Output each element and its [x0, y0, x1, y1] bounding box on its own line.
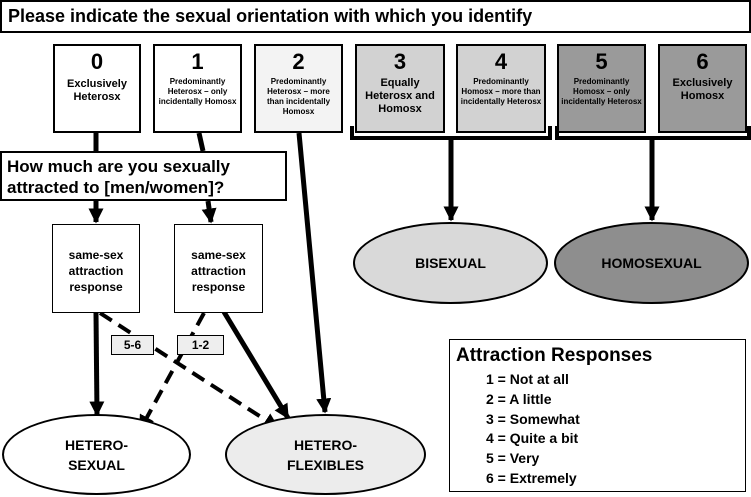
- oval-label: HETERO-FLEXIBLES: [286, 436, 364, 473]
- legend-title: Attraction Responses: [456, 345, 653, 366]
- kinsey-label: Predominantly Homosx – only incidentally…: [561, 77, 642, 106]
- oval-heteroflexibles: HETERO-FLEXIBLES: [225, 414, 426, 495]
- arrow-k2-to-heteroflexibles: [296, 132, 332, 414]
- kinsey-number: 0: [90, 49, 104, 74]
- page-title: Please indicate the sexual orientation w…: [0, 0, 751, 33]
- legend-item: 3 = Somewhat: [486, 410, 580, 427]
- kinsey-number: 1: [191, 49, 204, 74]
- arrow-resp1-to-heteroflexibles: [98, 311, 280, 430]
- legend-item: 4 = Quite a bit: [486, 430, 579, 447]
- arrow-resp1-to-heterosexual: [89, 312, 105, 417]
- oval-label: BISEXUAL: [415, 255, 486, 271]
- kinsey-box-2: 2 Predominantly Heterosx – more than inc…: [254, 44, 343, 133]
- kinsey-label: Exclusively Heterosx: [67, 78, 127, 103]
- branch-label-1-2: 1-2: [177, 335, 224, 355]
- legend-item: 2 = A little: [486, 390, 552, 407]
- kinsey-box-5: 5 Predominantly Homosx – only incidental…: [557, 44, 646, 133]
- kinsey-number: 6: [696, 49, 709, 74]
- legend-box: Attraction Responses 1 = Not at all 2 = …: [449, 339, 746, 492]
- kinsey-label: Exclusively Homosx: [672, 77, 733, 102]
- kinsey-number: 2: [292, 49, 305, 74]
- arrow-k1-to-question: [196, 132, 206, 152]
- kinsey-box-3: 3 Equally Heterosx and Homosx: [355, 44, 445, 133]
- legend-item: 1 = Not at all: [486, 371, 569, 387]
- oval-heterosexual: HETERO-SEXUAL: [2, 414, 191, 495]
- branch-label-5-6: 5-6: [111, 335, 154, 355]
- kinsey-label: Predominantly Heterosx – only incidental…: [158, 77, 237, 106]
- oval-label: HETERO-SEXUAL: [65, 436, 128, 473]
- kinsey-number: 3: [393, 49, 407, 74]
- question-box: How much are you sexually attracted to […: [0, 151, 287, 201]
- response-box-1: same-sex attraction response: [52, 224, 140, 313]
- kinsey-number: 4: [494, 49, 508, 74]
- kinsey-box-1: 1 Predominantly Heterosx – only incident…: [153, 44, 242, 133]
- legend-item: 5 = Very: [486, 450, 540, 467]
- kinsey-box-6: 6 Exclusively Homosx: [658, 44, 747, 133]
- legend-list: 1 = Not at all 2 = A little 3 = Somewhat…: [486, 370, 739, 489]
- arrow-resp2-to-heteroflexibles: [221, 310, 291, 420]
- kinsey-number: 5: [595, 49, 608, 74]
- oval-label: HOMOSEXUAL: [601, 255, 702, 271]
- kinsey-label: Equally Heterosx and Homosx: [365, 77, 435, 115]
- kinsey-label: Predominantly Homosx – more than inciden…: [460, 77, 542, 106]
- legend-item: 6 = Extremely: [486, 469, 577, 486]
- arrow-resp2-to-heterosexual: [138, 312, 206, 432]
- kinsey-label: Predominantly Heterosx – more than incid…: [266, 77, 331, 116]
- oval-homosexual: HOMOSEXUAL: [554, 222, 749, 304]
- arrow-question-to-resp2: [201, 200, 217, 224]
- oval-bisexual: BISEXUAL: [353, 222, 548, 304]
- kinsey-box-0: 0 Exclusively Heterosx: [53, 44, 141, 133]
- kinsey-box-4: 4 Predominantly Homosx – more than incid…: [456, 44, 546, 133]
- response-box-2: same-sex attraction response: [174, 224, 263, 313]
